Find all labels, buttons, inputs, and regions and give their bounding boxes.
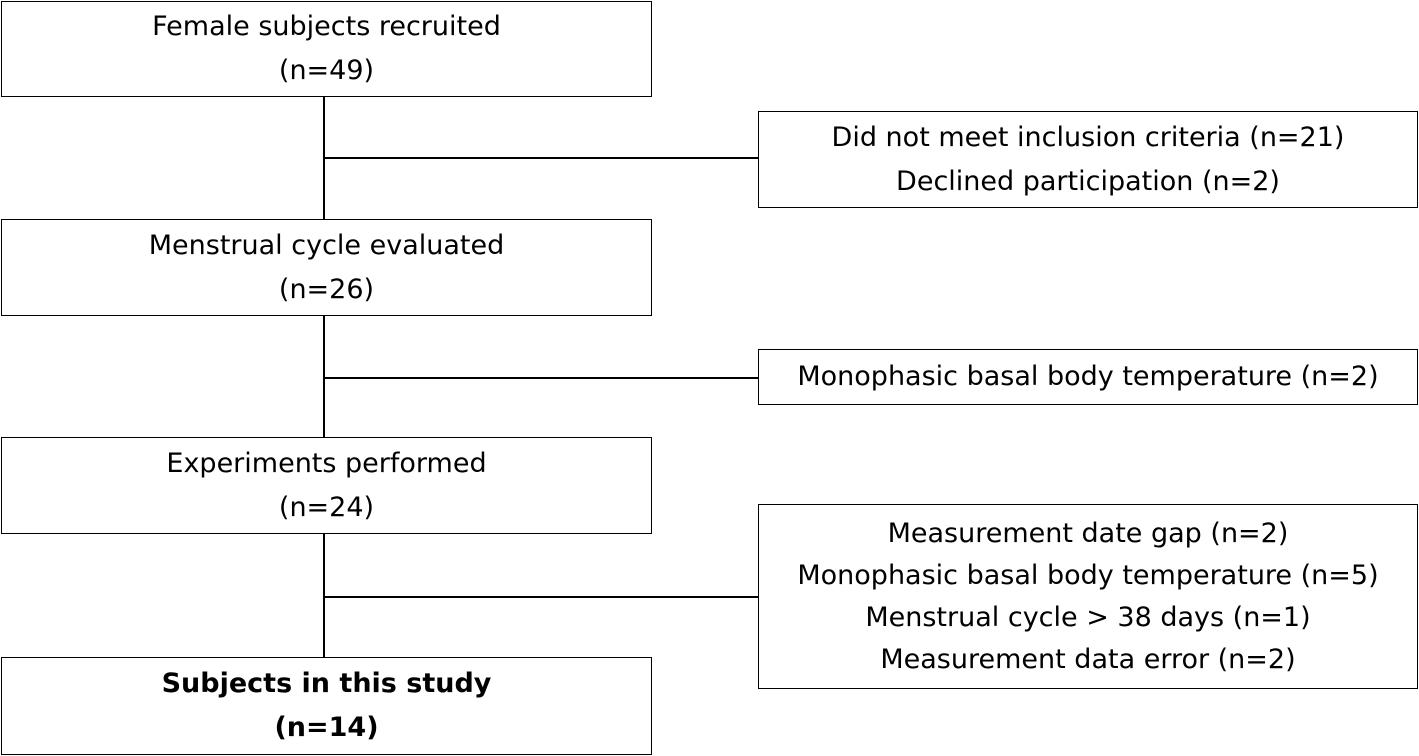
step-title: Experiments performed xyxy=(166,447,487,479)
connector-vertical-3 xyxy=(323,534,325,657)
exclusion-box-3: Measurement date gap (n=2) Monophasic ba… xyxy=(758,504,1418,689)
step-title: Menstrual cycle evaluated xyxy=(148,229,505,261)
exclusion-reason: Menstrual cycle > 38 days (n=1) xyxy=(865,601,1311,633)
step-final-subjects-box: Subjects in this study (n=14) xyxy=(1,657,652,755)
connector-exclusion-1 xyxy=(324,157,758,159)
step-recruited-box: Female subjects recruited (n=49) xyxy=(1,1,652,97)
exclusion-box-1: Did not meet inclusion criteria (n=21) D… xyxy=(758,111,1418,208)
connector-vertical-1 xyxy=(323,97,325,219)
step-count: (n=26) xyxy=(278,273,375,305)
step-title: Subjects in this study xyxy=(161,668,492,699)
connector-exclusion-3 xyxy=(324,596,758,598)
exclusion-box-2: Monophasic basal body temperature (n=2) xyxy=(758,349,1418,405)
step-count: (n=14) xyxy=(274,712,379,743)
exclusion-reason: Measurement data error (n=2) xyxy=(880,643,1296,675)
connector-exclusion-2 xyxy=(324,377,758,379)
connector-vertical-2 xyxy=(323,316,325,437)
step-title: Female subjects recruited xyxy=(152,11,501,42)
step-experiments-box: Experiments performed (n=24) xyxy=(1,437,652,534)
step-evaluated-box: Menstrual cycle evaluated (n=26) xyxy=(1,219,652,316)
exclusion-reason: Did not meet inclusion criteria (n=21) xyxy=(831,121,1345,153)
exclusion-reason: Monophasic basal body temperature (n=2) xyxy=(797,361,1379,392)
step-count: (n=49) xyxy=(278,55,375,86)
exclusion-reason: Declined participation (n=2) xyxy=(896,165,1280,197)
step-count: (n=24) xyxy=(278,491,375,523)
exclusion-reason: Measurement date gap (n=2) xyxy=(887,517,1289,549)
exclusion-reason: Monophasic basal body temperature (n=5) xyxy=(797,559,1379,591)
